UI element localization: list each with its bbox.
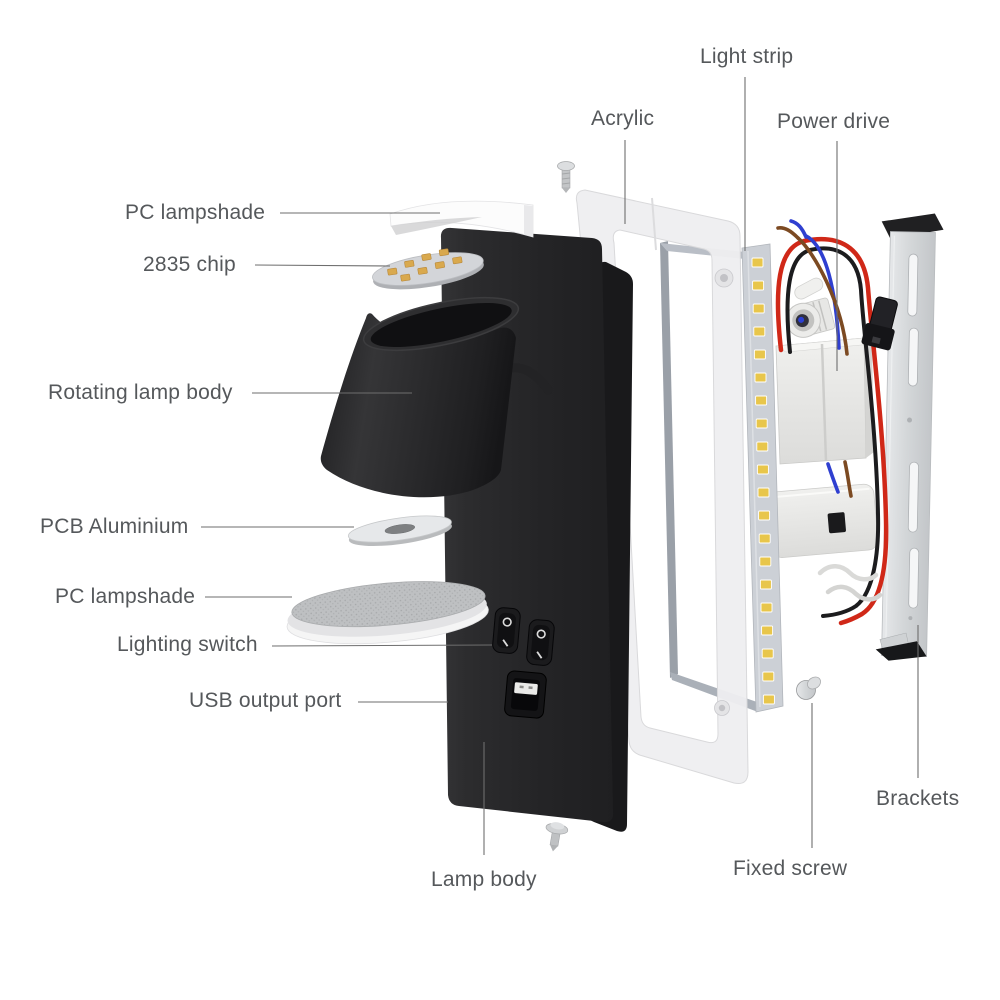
rail-foot [875, 641, 927, 661]
label-lamp-body: Lamp body [431, 868, 537, 891]
label-rotating-lamp-body: Rotating lamp body [48, 381, 233, 404]
wire-clips [817, 564, 883, 602]
rotating-lamp-cone [320, 296, 553, 498]
label-pcb-aluminium: PCB Aluminium [40, 515, 189, 538]
bracket-rail [875, 213, 944, 661]
light-strip-frame [660, 241, 784, 713]
wire-brown [776, 226, 853, 498]
power-drive-assembly [767, 219, 898, 626]
pcb-aluminium-washer [347, 515, 452, 547]
leader-lines [201, 77, 919, 855]
fixed-screw [796, 676, 821, 700]
pc-lampshade-disc [286, 581, 489, 645]
cable-gland [785, 297, 836, 338]
inline-connector [861, 296, 898, 351]
label-light-strip: Light strip [700, 45, 794, 68]
lamp-arm [506, 363, 553, 395]
wire-blue [789, 219, 841, 494]
label-lighting-switch: Lighting switch [117, 633, 258, 656]
led-strip [741, 243, 784, 713]
led-chips [751, 257, 775, 705]
label-acrylic: Acrylic [591, 107, 655, 130]
led-chip-disc [372, 248, 484, 290]
top-screw [557, 161, 575, 193]
lighting-switch-2 [526, 619, 555, 666]
wire-red [775, 236, 889, 626]
label-brackets: Brackets [876, 787, 960, 810]
label-pc-lampshade-top: PC lampshade [125, 201, 266, 224]
label-pc-lampshade-bottom: PC lampshade [55, 585, 196, 608]
label-power-drive: Power drive [777, 110, 891, 133]
power-drive-box-lower [767, 483, 879, 558]
leader-lighting-switch [271, 644, 493, 647]
lighting-switch-1 [492, 607, 521, 654]
arc-lampshade [389, 200, 534, 238]
usb-port [504, 670, 547, 719]
wire-black [785, 246, 881, 618]
label-fixed-screw: Fixed screw [733, 857, 848, 880]
leader-2835-chip [254, 264, 391, 267]
bottom-screw [545, 822, 569, 852]
label-usb-output-port: USB output port [189, 689, 342, 712]
gland-cap [794, 277, 824, 300]
power-drive-box-upper [775, 337, 867, 465]
label-2835-chip: 2835 chip [143, 253, 236, 276]
